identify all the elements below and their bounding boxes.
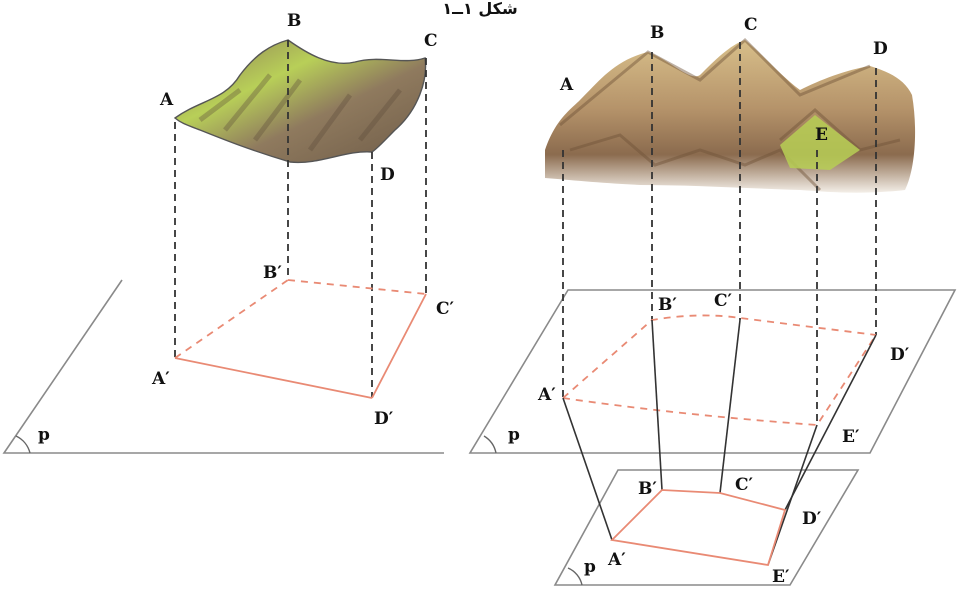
- r-mid-upper-boundary: [562, 314, 877, 399]
- label-A-prime: A′: [151, 369, 170, 389]
- right-figure: p p A B C D E A′ B′ C′: [468, 15, 957, 587]
- r-label-D: D: [873, 39, 888, 59]
- right-mid-plane-label: p: [508, 425, 520, 445]
- left-plane-angle-mark: [15, 435, 31, 454]
- r-link-b: [651, 319, 663, 491]
- label-C: C: [424, 31, 438, 51]
- edge-d-c-proj: [371, 293, 427, 399]
- r-label-E: E: [815, 125, 828, 145]
- edge-a-d-proj: [174, 357, 373, 399]
- r-low-label-E-prime: E′: [772, 567, 790, 587]
- r-low-label-D-prime: D′: [802, 509, 822, 529]
- right-mid-plane: [468, 289, 957, 454]
- label-A: A: [159, 90, 174, 110]
- edge-b-c-proj: [287, 279, 427, 295]
- left-plane: [2, 279, 444, 454]
- r-label-C: C: [744, 15, 758, 35]
- left-terrain-surface: [173, 39, 427, 164]
- r-mid-label-C-prime: C′: [714, 291, 733, 311]
- r-mid-label-E-prime: E′: [842, 427, 860, 447]
- r-label-B: B: [650, 23, 664, 43]
- label-D: D: [380, 165, 395, 185]
- r-low-label-A-prime: A′: [607, 550, 626, 570]
- r-mid-label-D-prime: D′: [890, 345, 910, 365]
- right-low-plane-angle-mark: [567, 567, 583, 586]
- edge-a-b-proj: [174, 279, 289, 359]
- r-low-label-C-prime: C′: [735, 475, 754, 495]
- r-link-a: [562, 397, 613, 541]
- r-link-e: [767, 424, 818, 566]
- label-B: B: [287, 11, 301, 31]
- label-C-prime: C′: [436, 299, 455, 319]
- left-terrain-streaks: [198, 73, 402, 152]
- r-label-A: A: [559, 75, 574, 95]
- left-plane-label: p: [38, 425, 50, 445]
- r-mid-label-A-prime: A′: [537, 385, 556, 405]
- r-low-polygon: [610, 489, 787, 567]
- right-low-plane: [553, 469, 860, 586]
- right-mountain-green-patch: [780, 115, 860, 170]
- r-low-label-B-prime: B′: [638, 479, 657, 499]
- label-D-prime: D′: [374, 409, 394, 429]
- right-low-plane-label: p: [584, 557, 596, 577]
- r-link-d: [784, 334, 877, 511]
- label-B-prime: B′: [263, 263, 282, 283]
- right-mountain-ridges: [559, 37, 901, 192]
- r-mid-lower-boundary: [562, 334, 877, 426]
- r-link-c: [719, 319, 741, 494]
- left-figure: p A B C D A′ B′ C′ D′: [2, 11, 455, 454]
- right-mountain-terrain: [545, 40, 916, 193]
- figure-caption: شکل ۱ــ۱: [442, 0, 517, 18]
- r-mid-label-B-prime: B′: [658, 295, 677, 315]
- right-mid-plane-angle-mark: [483, 435, 497, 454]
